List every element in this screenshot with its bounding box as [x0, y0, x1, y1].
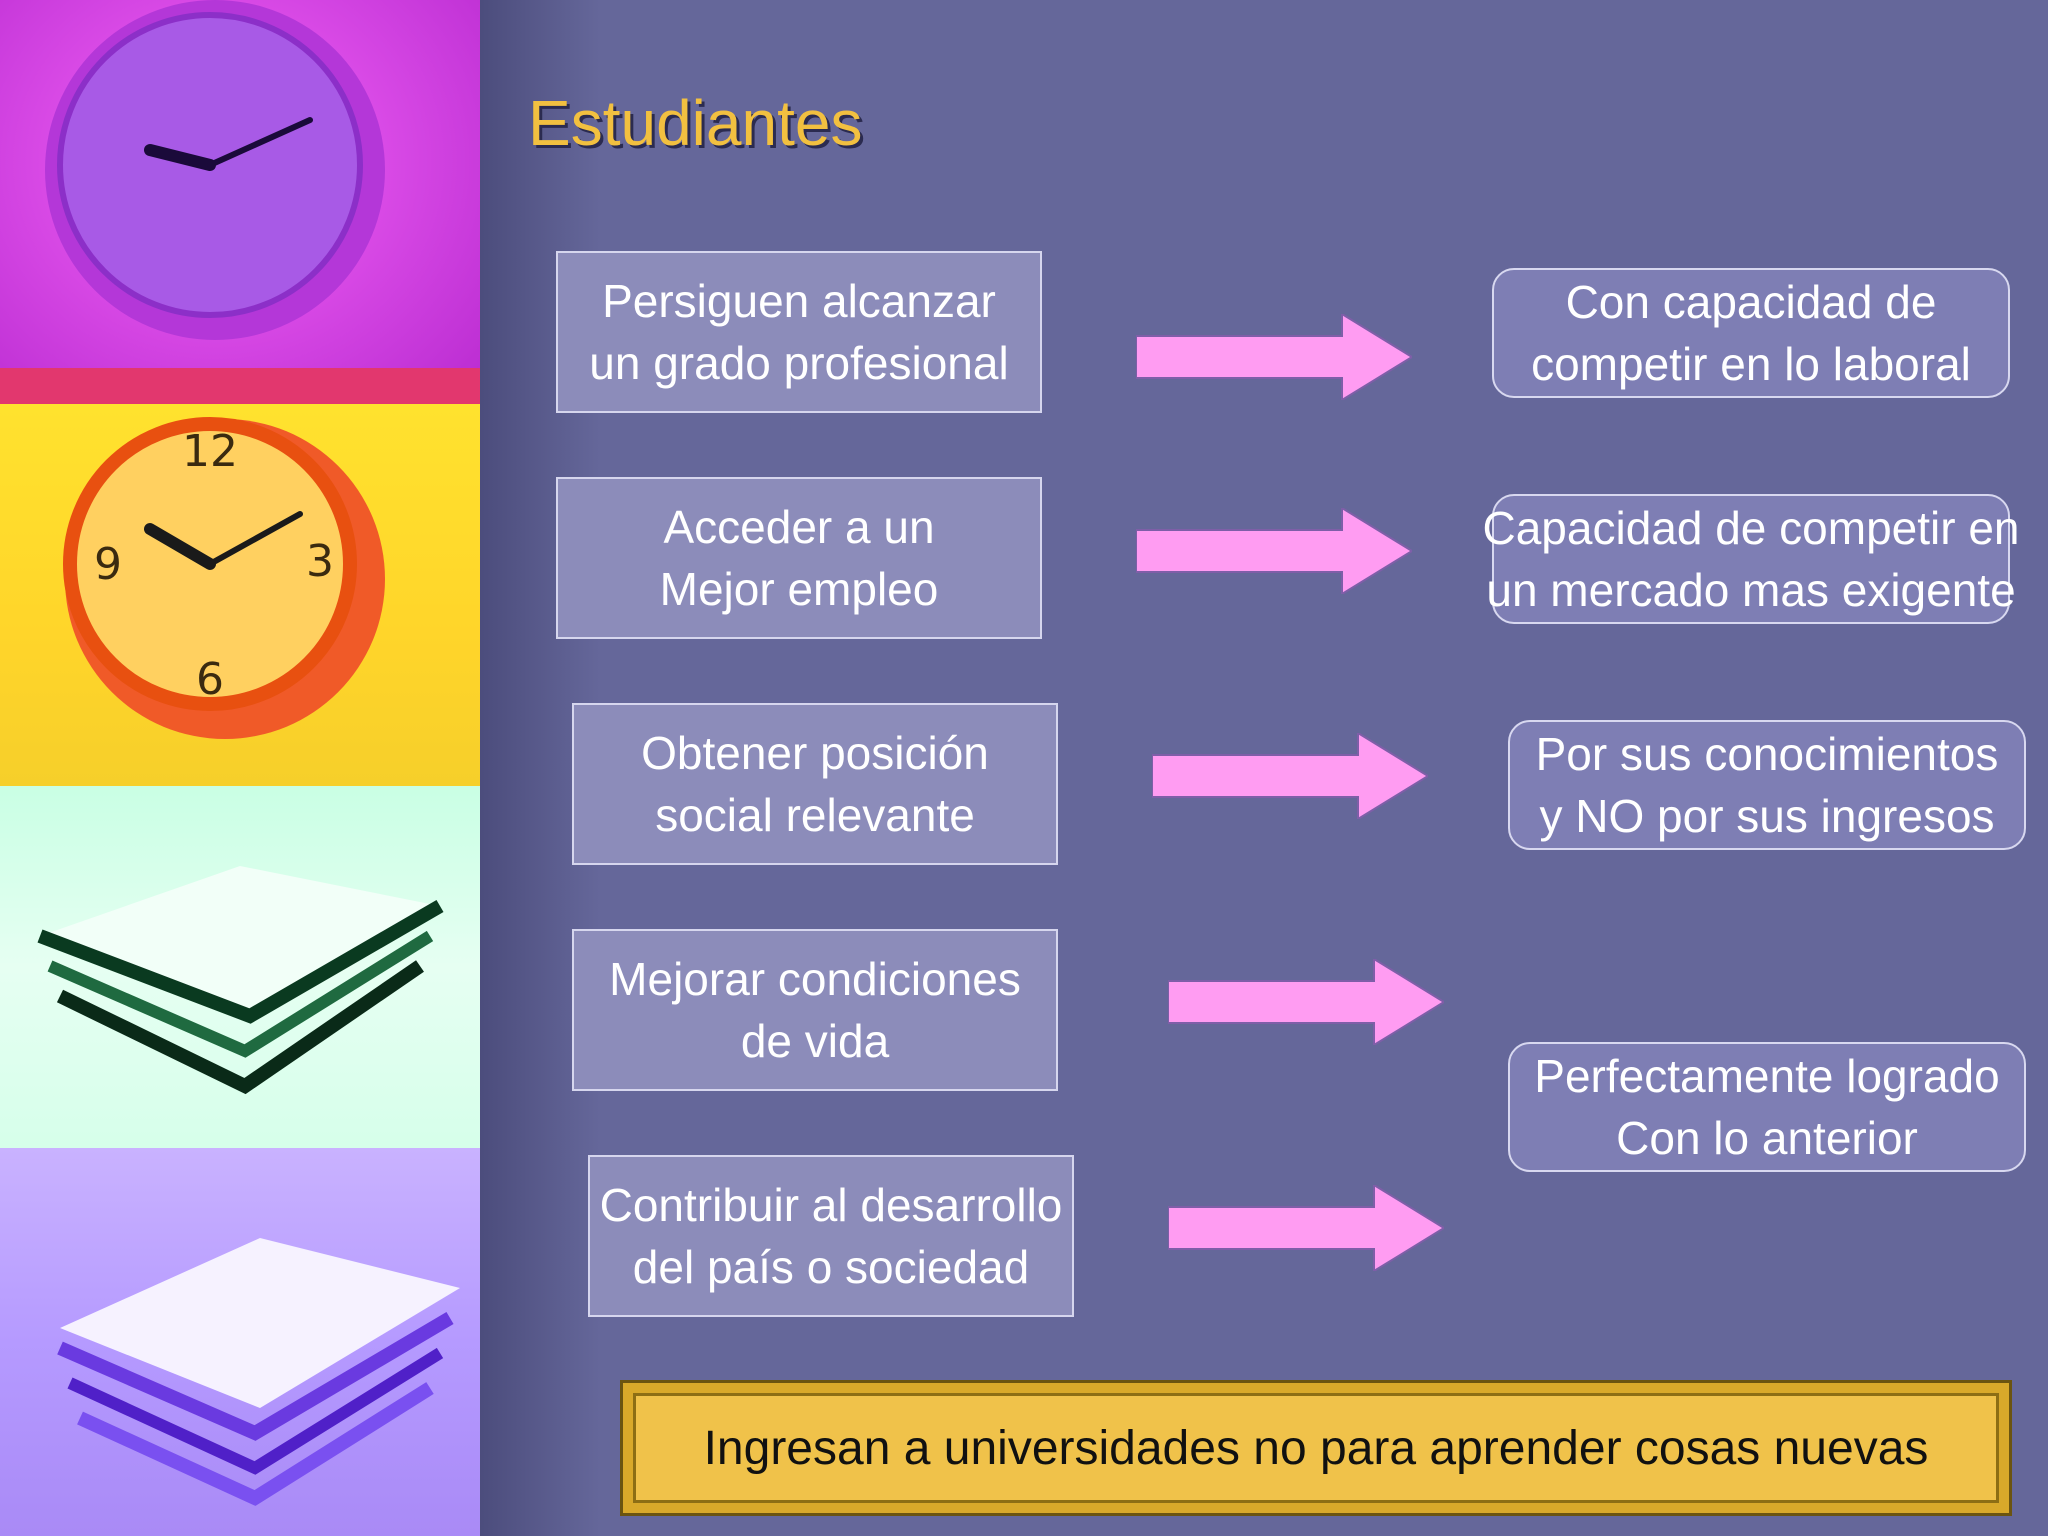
papers-image-purple [0, 1148, 480, 1536]
goal-box-5-line1: Contribuir al desarrollo [599, 1179, 1063, 1231]
svg-text:3: 3 [306, 536, 334, 587]
result-box-4-line1: Perfectamente logrado [1534, 1050, 2000, 1102]
result-box-2-line1: Capacidad de competir en [1482, 502, 2020, 554]
papers-image-green [0, 786, 480, 1148]
side-image-strip: 12 3 6 9 [0, 0, 480, 1536]
result-box-3-line2: y NO por sus ingresos [1539, 790, 1995, 842]
clock-image-yellow: 12 3 6 9 [0, 404, 480, 786]
clock-image-magenta [0, 0, 480, 404]
result-box-2: Capacidad de competir en un mercado mas … [1483, 494, 2020, 624]
result-box-4: Perfectamente logrado Con lo anterior [1508, 1042, 2026, 1172]
right-arrow-icon [1136, 508, 1412, 594]
goal-box-2-line2: Mejor empleo [659, 563, 939, 615]
right-arrow-icon [1168, 959, 1444, 1045]
result-box-1-line2: competir en lo laboral [1531, 338, 1971, 390]
svg-text:12: 12 [182, 426, 238, 477]
conclusion-banner: Ingresan a universidades no para aprende… [620, 1380, 2012, 1516]
conclusion-text: Ingresan a universidades no para aprende… [703, 1421, 1929, 1475]
result-box-4-line2: Con lo anterior [1616, 1112, 1918, 1164]
result-box-1: Con capacidad de competir en lo laboral [1492, 268, 2010, 398]
goal-box-5-line2: del país o sociedad [632, 1241, 1030, 1293]
goal-box-4-line2: de vida [740, 1015, 890, 1067]
result-box-3: Por sus conocimientos y NO por sus ingre… [1508, 720, 2026, 850]
goal-box-2-line1: Acceder a un [663, 501, 935, 553]
result-box-3-line1: Por sus conocimientos [1535, 728, 1999, 780]
goal-box-2: Acceder a un Mejor empleo [556, 477, 1042, 639]
svg-text:9: 9 [94, 539, 122, 590]
right-arrow-icon [1136, 314, 1412, 400]
goal-box-1: Persiguen alcanzar un grado profesional [556, 251, 1042, 413]
goal-box-3: Obtener posición social relevante [572, 703, 1058, 865]
slide-title: Estudiantes [528, 87, 863, 159]
goal-box-1-line1: Persiguen alcanzar [602, 275, 996, 327]
result-box-2-line2: un mercado mas exigente [1486, 564, 2016, 616]
goal-box-4-line1: Mejorar condiciones [609, 953, 1021, 1005]
goal-box-3-line2: social relevante [655, 789, 975, 841]
goal-box-5: Contribuir al desarrollo del país o soci… [588, 1155, 1074, 1317]
goal-box-1-line2: un grado profesional [589, 337, 1009, 389]
svg-text:6: 6 [196, 654, 224, 705]
result-box-1-line1: Con capacidad de [1565, 276, 1937, 328]
goal-box-3-line1: Obtener posición [641, 727, 989, 779]
right-arrow-icon [1168, 1185, 1444, 1271]
right-arrow-icon [1152, 733, 1428, 819]
goal-box-4: Mejorar condiciones de vida [572, 929, 1058, 1091]
